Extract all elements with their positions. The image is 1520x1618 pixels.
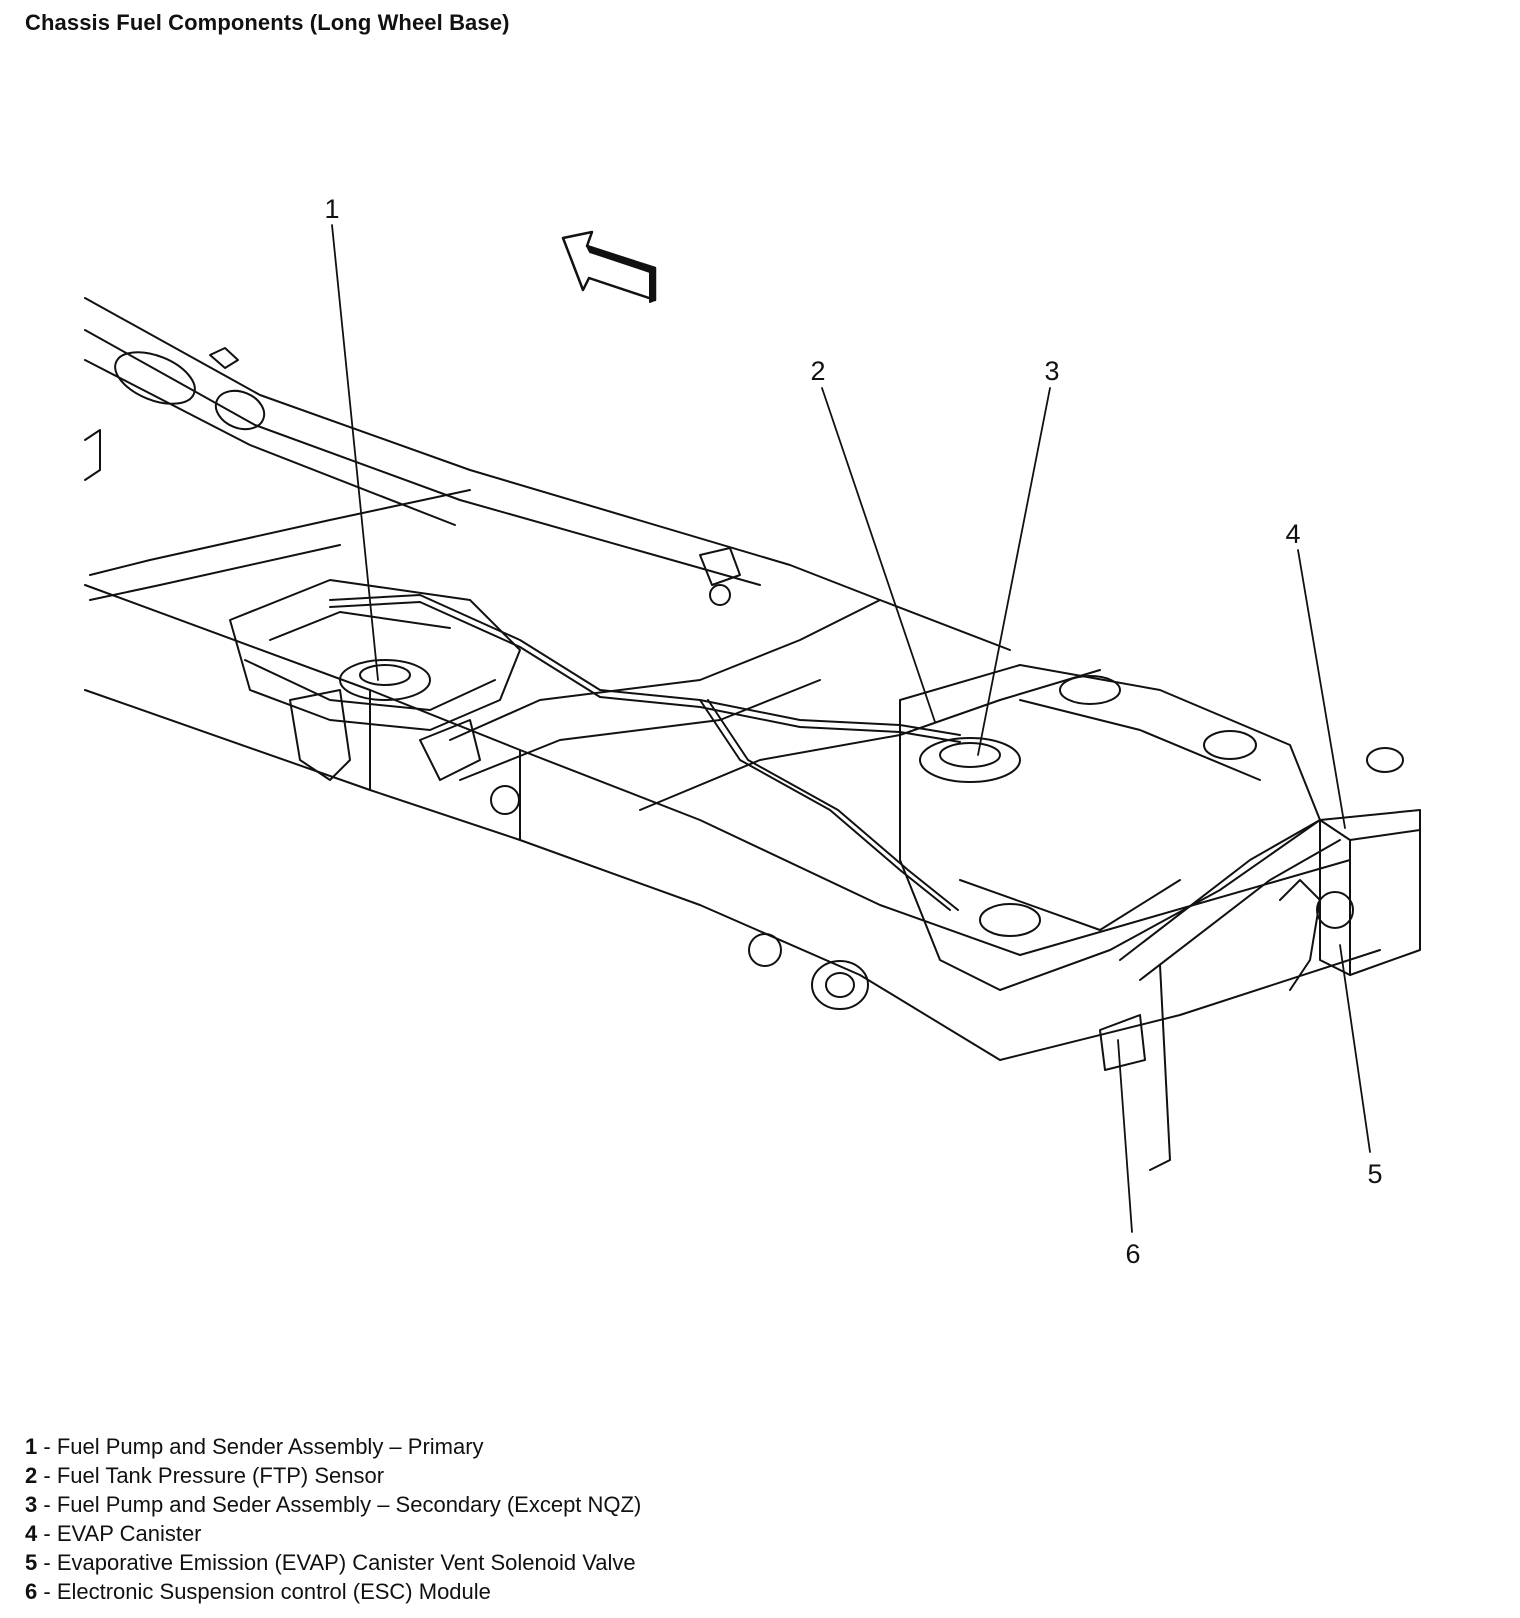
legend-item-1: 1 - Fuel Pump and Sender Assembly – Prim…: [25, 1432, 641, 1461]
legend-number: 4: [25, 1521, 38, 1546]
secondary-fuel-tank: [899, 664, 1321, 991]
legend-number: 5: [25, 1550, 38, 1575]
legend-item-5: 5 - Evaporative Emission (EVAP) Canister…: [25, 1548, 641, 1577]
fuel-lines: [329, 594, 1321, 991]
diagram-title: Chassis Fuel Components (Long Wheel Base…: [25, 10, 510, 35]
legend-text: Fuel Pump and Seder Assembly – Secondary…: [56, 1492, 642, 1517]
legend-item-4: 4 - EVAP Canister: [25, 1519, 641, 1548]
callout-2: 2: [810, 356, 825, 386]
legend-separator: -: [37, 1434, 57, 1459]
callout-5: 5: [1367, 1159, 1382, 1189]
legend-separator: -: [37, 1492, 57, 1517]
legend-separator: -: [37, 1463, 57, 1488]
legend-text: Fuel Tank Pressure (FTP) Sensor: [56, 1463, 385, 1488]
leader-line-6: [1117, 1039, 1133, 1233]
callout-leaders: [331, 224, 1371, 1233]
primary-fuel-tank: [229, 579, 521, 731]
legend-item-6: 6 - Electronic Suspension control (ESC) …: [25, 1577, 641, 1606]
legend-item-3: 3 - Fuel Pump and Seder Assembly – Secon…: [25, 1490, 641, 1519]
leader-line-1: [331, 224, 379, 681]
legend-number: 1: [25, 1434, 38, 1459]
callout-3: 3: [1044, 356, 1059, 386]
legend-separator: -: [37, 1579, 57, 1604]
component-legend: 1 - Fuel Pump and Sender Assembly – Prim…: [25, 1432, 641, 1606]
leader-line-5: [1339, 944, 1371, 1153]
callout-1: 1: [324, 194, 339, 224]
legend-number: 3: [25, 1492, 38, 1517]
legend-number: 2: [25, 1463, 38, 1488]
leader-line-2: [821, 387, 936, 723]
evap-canister: [1316, 747, 1421, 976]
legend-text: EVAP Canister: [56, 1521, 202, 1546]
left-frame-rail: [84, 297, 1011, 651]
legend-text: Evaporative Emission (EVAP) Canister Ven…: [56, 1550, 636, 1575]
leader-line-3: [977, 387, 1051, 756]
legend-number: 6: [25, 1579, 38, 1604]
callout-4: 4: [1285, 519, 1300, 549]
legend-separator: -: [37, 1521, 57, 1546]
front-direction-arrow-icon: [561, 230, 657, 303]
legend-separator: -: [37, 1550, 57, 1575]
callout-6: 6: [1125, 1239, 1140, 1269]
right-frame-rail: [84, 584, 1381, 1061]
legend-item-2: 2 - Fuel Tank Pressure (FTP) Sensor: [25, 1461, 641, 1490]
leader-line-4: [1297, 549, 1346, 829]
legend-text: Fuel Pump and Sender Assembly – Primary: [56, 1434, 484, 1459]
legend-text: Electronic Suspension control (ESC) Modu…: [56, 1579, 491, 1604]
esc-module: [1099, 964, 1171, 1171]
